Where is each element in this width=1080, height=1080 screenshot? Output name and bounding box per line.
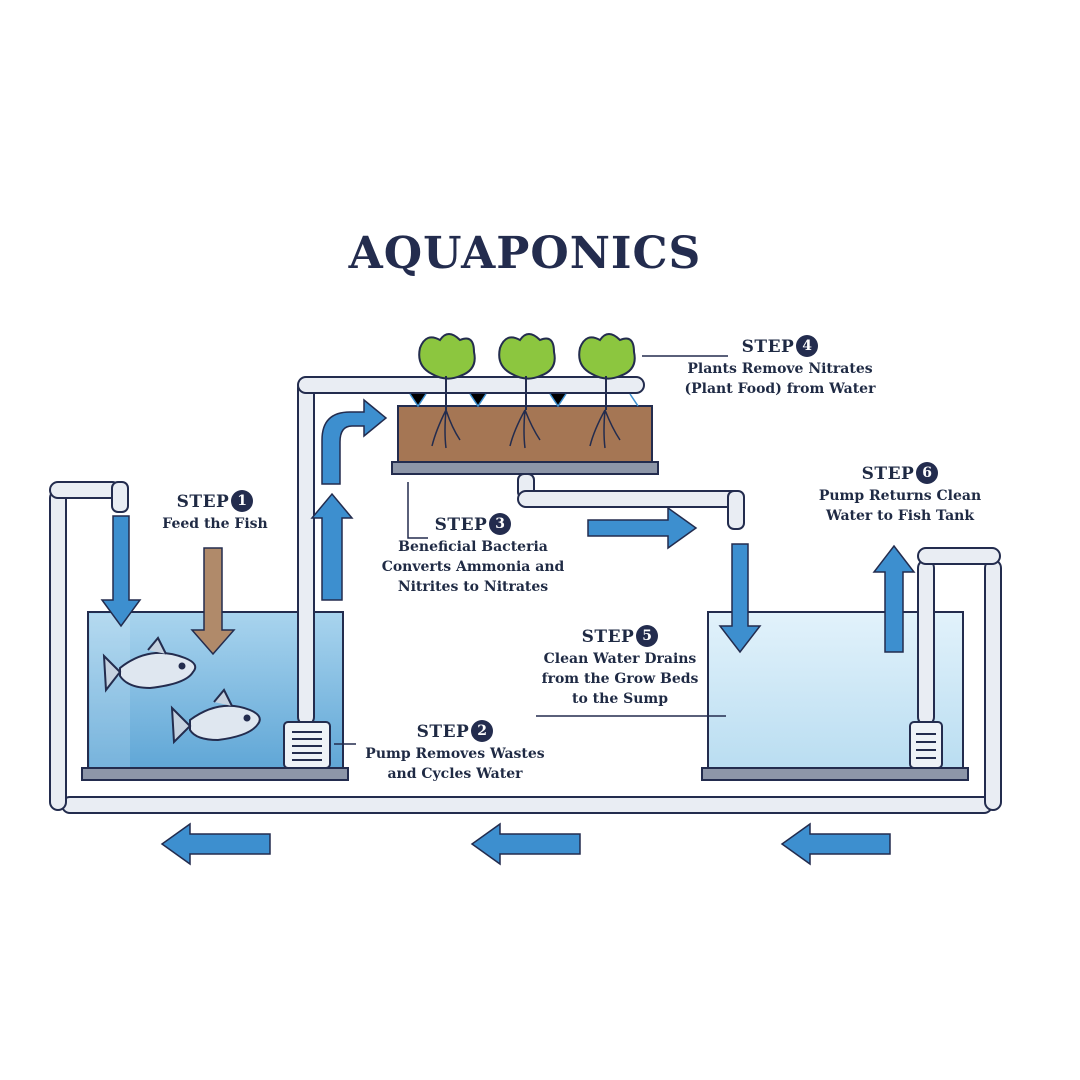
- step-number-badge: 5: [636, 625, 659, 647]
- step-description: Converts Ammonia and: [381, 559, 565, 575]
- tank-inlet-pipe: [49, 481, 129, 513]
- step-description: and Cycles Water: [387, 766, 523, 782]
- arrow-up-return: [872, 544, 916, 653]
- step-label: STEP: [581, 627, 635, 647]
- step-label: STEP: [434, 515, 488, 535]
- step-number-badge: 3: [489, 513, 512, 535]
- step-description: Beneficial Bacteria: [398, 539, 548, 555]
- arrow-feed-fish: [190, 547, 236, 656]
- step-description: Feed the Fish: [162, 516, 268, 532]
- arrow-right-drain: [587, 506, 698, 550]
- step-label: STEP: [416, 722, 470, 742]
- step-description: to the Sump: [572, 691, 668, 707]
- arrow-left-1: [160, 822, 271, 866]
- arrow-down-into-tank: [100, 515, 142, 628]
- step-number-badge: 2: [471, 720, 494, 742]
- leader-lines: [334, 355, 728, 745]
- step-description: Clean Water Drains: [543, 651, 697, 667]
- drain-pipe: [517, 473, 745, 530]
- step-number-badge: 1: [231, 490, 254, 512]
- step-label: STEP: [861, 464, 915, 484]
- return-pump-pipe: [917, 547, 1001, 726]
- arrow-up-riser: [310, 492, 354, 601]
- step-description: Water to Fish Tank: [825, 508, 975, 524]
- step-label: STEP: [176, 492, 230, 512]
- arrow-left-3: [780, 822, 891, 866]
- plant-icon: [418, 333, 636, 410]
- step-label: STEP: [741, 337, 795, 357]
- return-pump-icon: [909, 721, 943, 769]
- riser-pipe: [297, 376, 645, 726]
- pump-icon: [283, 721, 331, 769]
- step-description: Pump Returns Clean: [818, 488, 982, 504]
- step-description: Nitrites to Nitrates: [397, 579, 549, 595]
- step-description: Plants Remove Nitrates: [687, 361, 873, 377]
- flow-arrows: [100, 398, 916, 866]
- diagram-title: AQUAPONICS: [348, 228, 702, 279]
- step-number-badge: 6: [916, 462, 939, 484]
- arrow-curve-to-bed: [321, 398, 388, 485]
- return-pipe: [49, 489, 1002, 814]
- step-description: Pump Removes Wastes: [365, 746, 545, 762]
- step-number-badge: 4: [796, 335, 819, 357]
- step-description: (Plant Food) from Water: [684, 381, 876, 397]
- step-description: from the Grow Beds: [541, 671, 699, 687]
- fish-icon: [102, 636, 261, 745]
- arrow-left-2: [470, 822, 581, 866]
- arrow-down-into-sump: [718, 543, 762, 654]
- grow-bed: [391, 393, 659, 475]
